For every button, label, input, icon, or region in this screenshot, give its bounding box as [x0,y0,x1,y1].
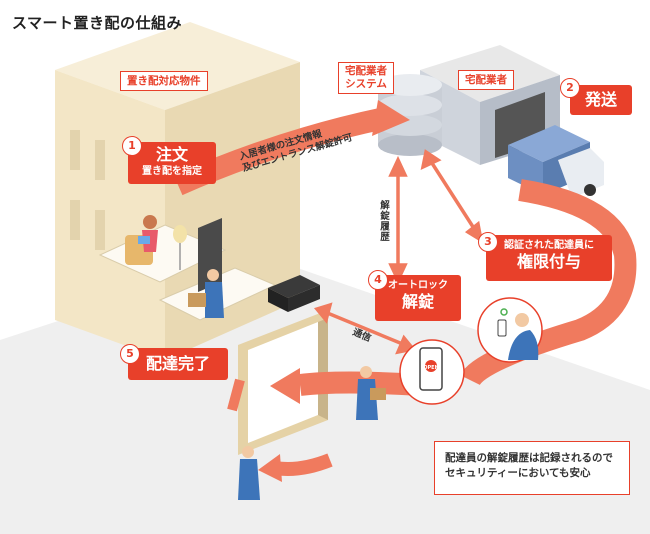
worker-auth-icon [477,297,543,363]
phone-open-text: OPEN [423,365,439,371]
step4-sub: オートロック [388,280,448,291]
system-label-line2: システム [345,78,387,90]
security-info-box: 配達員の解錠履歴は記録されるので セキュリティーにおいても安心 [434,441,630,495]
step4-number: 4 [368,270,388,290]
system-label: 宅配業者 システム [338,62,394,94]
info-line1: 配達員の解錠履歴は記録されるので [445,452,613,464]
step4-callout: オートロック 解錠 [375,275,461,321]
info-line2: セキュリティーにおいても安心 [445,467,591,479]
step2-number: 2 [560,78,580,98]
step3-number: 3 [478,232,498,252]
worker-entrance-icon [356,366,386,420]
door-icon [198,218,222,292]
step4-title: 解錠 [401,292,434,311]
step5-number: 5 [120,344,140,364]
step3-sub: 認証された配達員に [504,240,594,251]
thin-arrows [313,149,484,355]
company-label: 宅配業者 [458,70,514,90]
step1-callout: 注文 置き配を指定 [128,142,216,184]
worker-delivering-icon [188,269,224,318]
page-title: スマート置き配の仕組み [12,14,183,32]
step1-sub: 置き配を指定 [142,166,202,177]
step3-title: 権限付与 [516,252,581,271]
step1-number: 1 [122,136,142,156]
unlock-history-note: 解錠履歴 [378,200,389,242]
step3-callout: 認証された配達員に 権限付与 [486,235,612,281]
smart-lock-icon [268,275,320,312]
system-label-line1: 宅配業者 [345,65,387,77]
step1-title: 注文 [155,145,188,164]
step2-title: 発送 [584,90,617,109]
smartphone-open-icon [399,339,465,405]
step5-title: 配達完了 [145,354,210,373]
resident-person-icon [125,215,158,265]
building-label: 置き配対応物件 [120,71,208,91]
worker-leaving-icon [238,446,260,500]
step2-callout: 発送 [570,85,632,115]
step5-callout: 配達完了 [128,348,228,380]
